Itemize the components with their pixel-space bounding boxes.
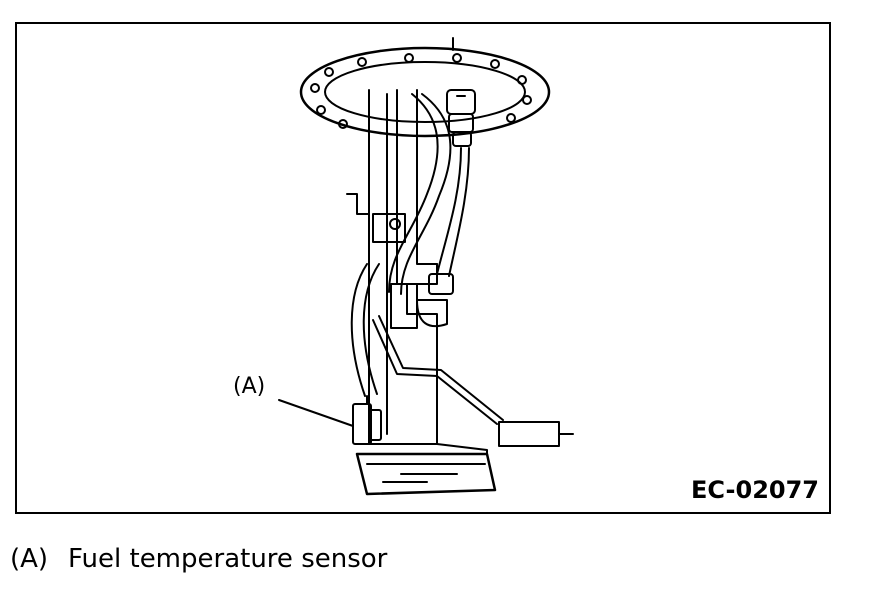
legend-key: (A) xyxy=(10,544,49,574)
pump-base xyxy=(355,443,497,496)
elbow-fitting xyxy=(390,273,454,329)
mounting-flange xyxy=(299,37,551,138)
outlet-connector xyxy=(446,89,476,147)
callout-label-a: (A) xyxy=(233,374,266,399)
fuel-pump-assembly-illustration xyxy=(278,37,574,496)
legend-text: Fuel temperature sensor xyxy=(68,544,388,574)
fuel-temperature-sensor xyxy=(352,395,382,445)
diagram-frame: (A) EC-02077 xyxy=(15,22,831,514)
fuel-level-sender xyxy=(372,315,574,447)
callout-leader-line xyxy=(278,399,354,427)
figure-code: EC-02077 xyxy=(690,476,819,504)
fuel-hoses xyxy=(350,93,470,397)
legend-item: (A) Fuel temperature sensor xyxy=(10,544,387,574)
pump-bracket xyxy=(346,89,438,445)
